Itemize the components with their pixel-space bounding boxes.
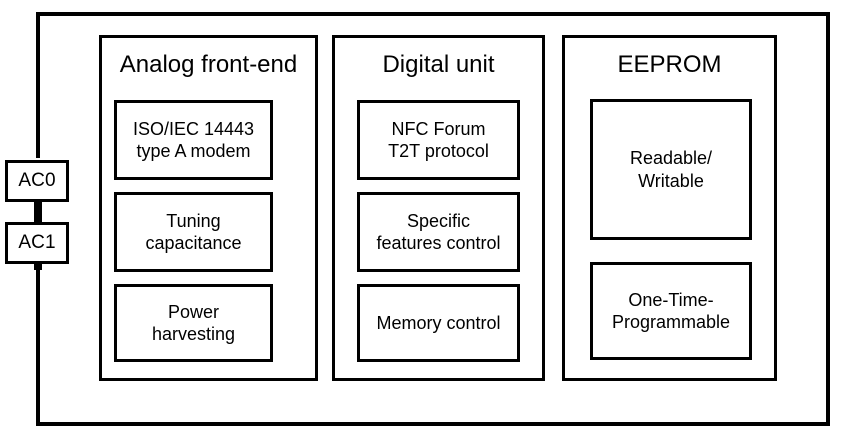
block-power-harvesting[interactable]: Power harvesting <box>114 284 273 362</box>
block-otp-line1: One-Time- <box>628 289 714 310</box>
block-iso-iec-14443-type-a-modem[interactable]: ISO/IEC 14443 type A modem <box>114 100 273 180</box>
block-tuning-line1: Tuning <box>166 210 221 231</box>
block-iso-line2: type A modem <box>136 141 251 161</box>
block-readable-line2: Writable <box>638 170 704 191</box>
block-nfc-line1: NFC Forum <box>391 118 486 139</box>
block-tuning-line2: capacitance <box>145 233 242 253</box>
block-one-time-programmable[interactable]: One-Time- Programmable <box>590 262 752 360</box>
block-otp-line2: Programmable <box>611 312 731 332</box>
pad-ac1[interactable]: AC1 <box>5 222 69 264</box>
block-nfc-forum-t2t-protocol[interactable]: NFC Forum T2T protocol <box>357 100 520 180</box>
pad-ac0[interactable]: AC0 <box>5 160 69 202</box>
block-memory-control[interactable]: Memory control <box>357 284 520 362</box>
panel-digital-unit-title: Digital unit <box>382 51 495 78</box>
block-specific-line2: features control <box>376 233 501 253</box>
block-iso-line1: ISO/IEC 14443 <box>132 118 255 139</box>
block-readable-line1: Readable/ <box>629 148 713 168</box>
block-power-line1: Power <box>167 301 220 322</box>
wire-ac1-to-chip <box>34 258 42 270</box>
block-specific-line1: Specific <box>406 210 470 231</box>
block-memory-line1: Memory control <box>376 312 501 333</box>
block-power-line2: harvesting <box>151 324 236 344</box>
pad-ac1-label: AC1 <box>18 232 56 254</box>
panel-eeprom-title: EEPROM <box>617 51 722 78</box>
panel-analog-front-end-title: Analog front-end <box>119 51 298 78</box>
wire-ac0-to-ac1 <box>34 198 42 226</box>
block-specific-features-control[interactable]: Specific features control <box>357 192 520 272</box>
pad-ac0-label: AC0 <box>18 170 56 192</box>
block-nfc-line2: T2T protocol <box>388 141 489 161</box>
block-tuning-capacitance[interactable]: Tuning capacitance <box>114 192 273 272</box>
block-readable-writable[interactable]: Readable/ Writable <box>590 99 752 240</box>
